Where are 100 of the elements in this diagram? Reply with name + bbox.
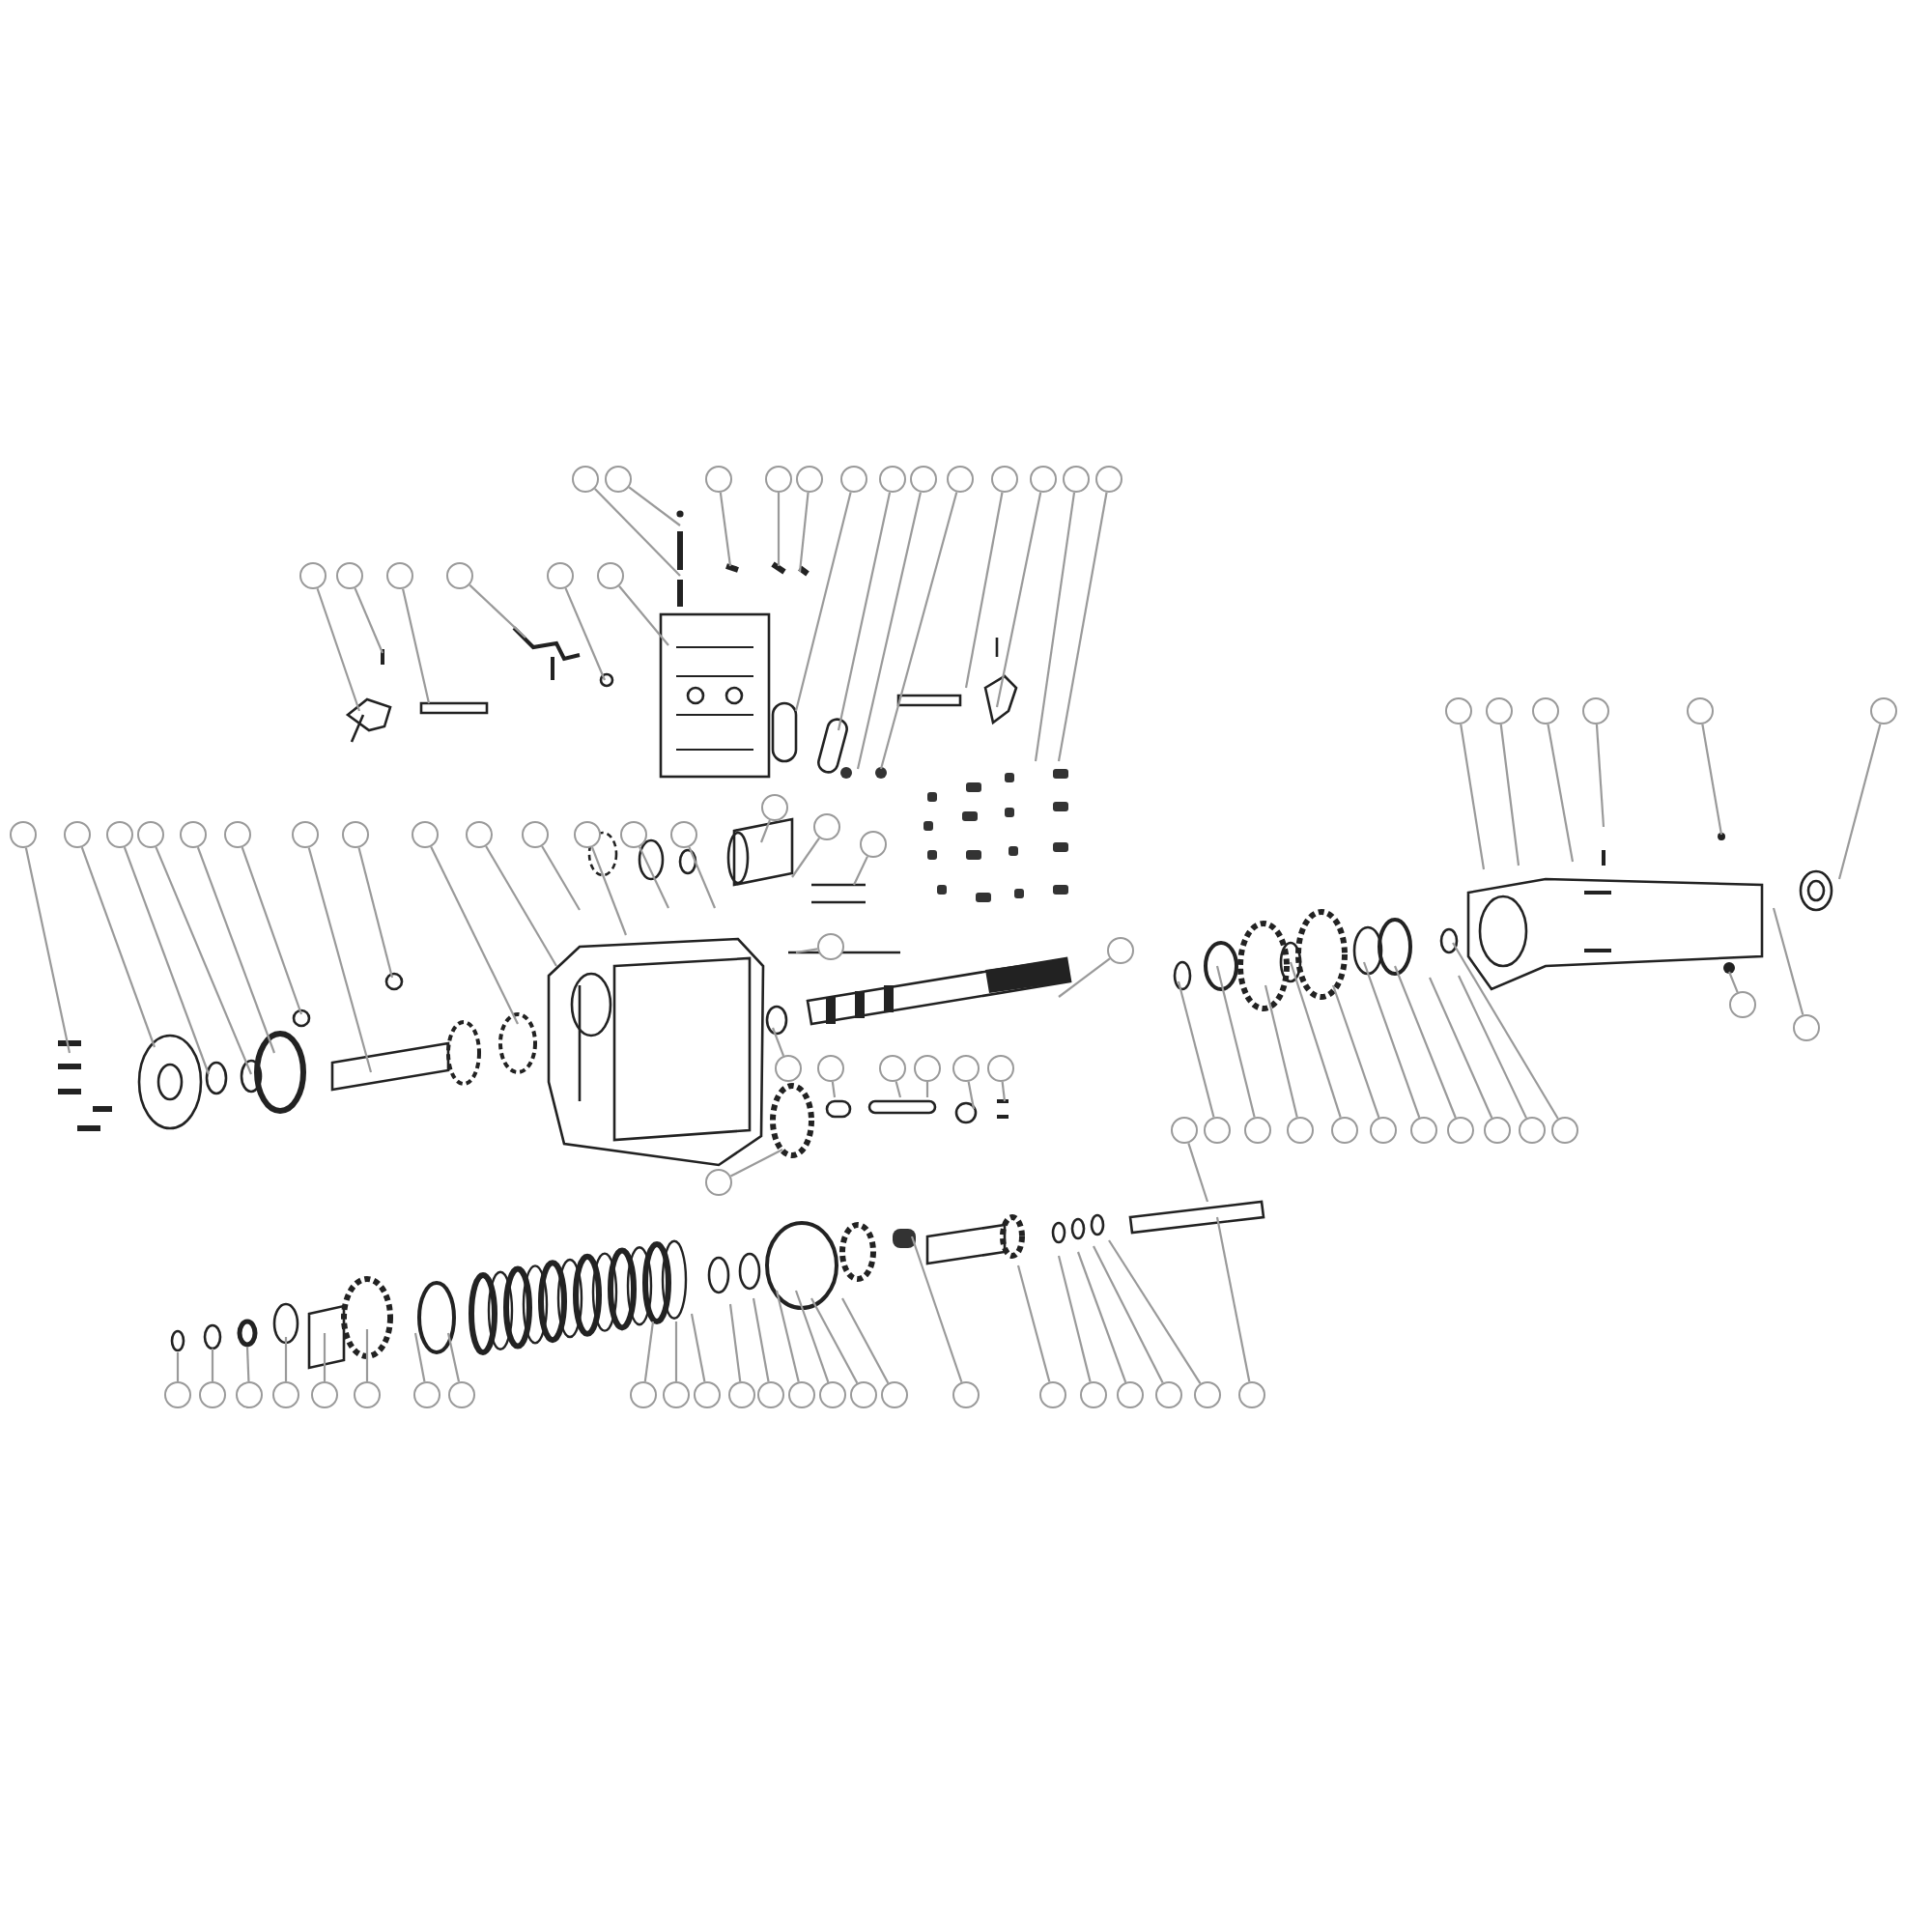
leader-line — [1362, 961, 1421, 1119]
callout-circle — [236, 1381, 263, 1408]
callout-circle — [224, 821, 251, 848]
leader-line — [80, 846, 156, 1048]
leader-line — [853, 856, 868, 886]
leader-line — [967, 1081, 976, 1110]
callout-circle — [1445, 697, 1472, 724]
leader-line — [1016, 1264, 1051, 1382]
leader-line — [123, 846, 211, 1075]
leader-line — [879, 492, 958, 770]
leader-line — [728, 1303, 742, 1382]
leader-line — [1595, 724, 1605, 828]
leader-line — [323, 1333, 327, 1381]
callout-circle — [1107, 937, 1134, 964]
leader-line — [895, 1081, 902, 1098]
callout-circle — [757, 1381, 784, 1408]
leader-line — [1452, 942, 1559, 1120]
leader-line — [775, 1290, 800, 1382]
leader-line — [176, 1352, 180, 1381]
leader-line — [1001, 1081, 1007, 1102]
callout-circle — [860, 831, 887, 858]
leader-line — [639, 846, 669, 909]
callout-circle — [180, 821, 207, 848]
callout-circle — [910, 466, 937, 493]
callout-circle — [952, 1055, 980, 1082]
callout-circle — [199, 1381, 226, 1408]
callout-circle — [1287, 1117, 1314, 1144]
leader-line — [1393, 965, 1457, 1119]
callout-circle — [765, 466, 792, 493]
callout-circle — [991, 466, 1018, 493]
callout-circle — [311, 1381, 338, 1408]
leader-line — [1034, 492, 1076, 762]
callout-circle — [630, 1381, 657, 1408]
callout-circle — [947, 466, 974, 493]
leader-line — [837, 492, 892, 731]
leader-line — [1429, 977, 1493, 1119]
callout-circle — [788, 1381, 815, 1408]
leader-line — [674, 1321, 678, 1381]
leader-line — [1772, 907, 1804, 1015]
leader-line — [618, 585, 669, 646]
callout-circle — [597, 562, 624, 589]
leader-line — [752, 1297, 770, 1382]
callout-circle — [881, 1381, 908, 1408]
leader-line — [777, 493, 781, 566]
leader-line — [791, 837, 820, 878]
leader-line — [1187, 1143, 1209, 1203]
callout-circle — [412, 821, 439, 848]
leader-line — [690, 1313, 706, 1382]
callout-circle — [705, 466, 732, 493]
callout-circle — [605, 466, 632, 493]
callout-circle — [1447, 1117, 1474, 1144]
leader-line — [925, 1082, 929, 1097]
leader-line — [245, 1346, 250, 1382]
callout-circle — [448, 1381, 475, 1408]
leader-line — [241, 846, 303, 1015]
callout-circle — [1410, 1117, 1437, 1144]
callout-circle — [1117, 1381, 1144, 1408]
callout-circle — [1793, 1014, 1820, 1041]
leader-line — [841, 1297, 890, 1384]
leader-line — [1728, 971, 1739, 993]
callout-circle — [819, 1381, 846, 1408]
leader-line — [196, 846, 276, 1054]
callout-circle — [775, 1055, 802, 1082]
leader-line — [1058, 957, 1111, 998]
callout-circle — [10, 821, 37, 848]
leader-line — [794, 492, 852, 712]
leader-line — [759, 819, 771, 843]
leader-line — [365, 1329, 369, 1381]
callout-circle — [1238, 1381, 1265, 1408]
leader-line — [910, 1236, 963, 1383]
leader-line — [729, 1149, 783, 1178]
leader-line — [564, 587, 606, 681]
leader-line — [1547, 724, 1575, 863]
callout-circle — [336, 562, 363, 589]
leader-line — [1331, 984, 1380, 1119]
callout-circle — [796, 466, 823, 493]
callout-circle — [670, 821, 697, 848]
callout-circle — [1687, 697, 1714, 724]
callout-circle — [987, 1055, 1014, 1082]
leader-line — [357, 847, 394, 979]
callout-circle — [1063, 466, 1090, 493]
callout-circle — [1194, 1381, 1221, 1408]
leader-line — [211, 1349, 214, 1381]
callout-circle — [914, 1055, 941, 1082]
callout-circle — [342, 821, 369, 848]
leader-line — [591, 846, 628, 936]
leader-line — [284, 1337, 288, 1381]
callout-circle — [354, 1381, 381, 1408]
callout-circle — [620, 821, 647, 848]
leader-line — [541, 845, 581, 911]
callout-circle — [466, 821, 493, 848]
callout-circle — [952, 1381, 980, 1408]
leader-line — [856, 492, 922, 770]
callout-circle — [1095, 466, 1122, 493]
callout-circle — [1729, 991, 1756, 1018]
callout-circle — [1039, 1381, 1066, 1408]
callout-circle — [705, 1169, 732, 1196]
leader-line — [643, 1321, 655, 1382]
callout-circle — [1484, 1117, 1511, 1144]
leader-line — [1837, 724, 1882, 880]
